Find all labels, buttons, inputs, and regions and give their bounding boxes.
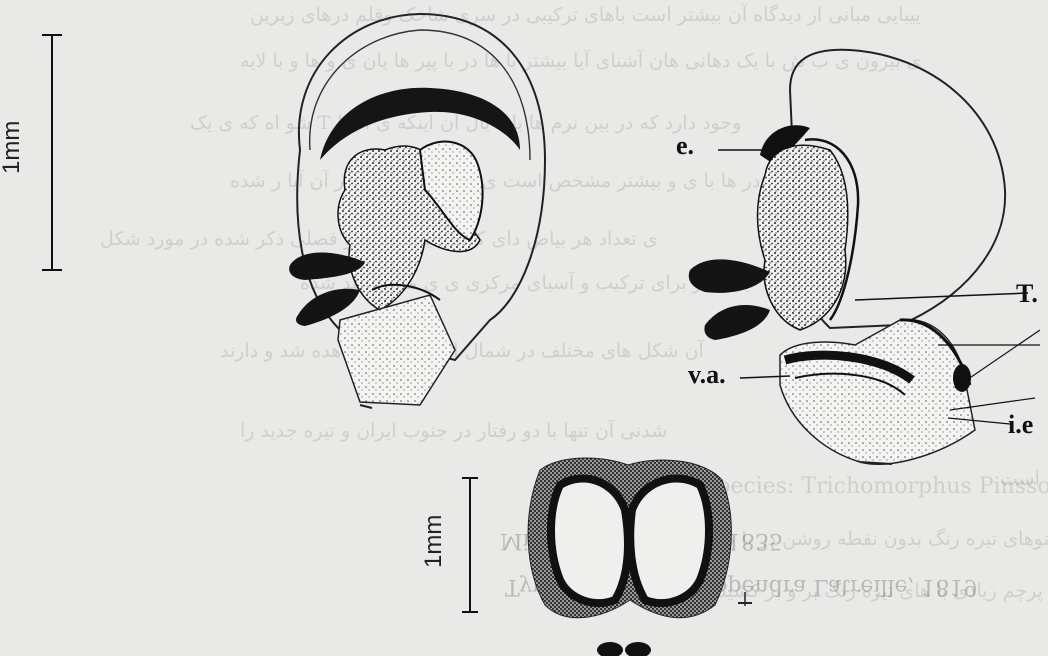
left-specimen-drawing [289, 14, 545, 408]
scale-label-top-left: 1mm [0, 134, 26, 174]
scale-bar-top-left [42, 35, 62, 270]
cross-section-drawing [528, 458, 752, 656]
scale-label-bottom: 1mm [420, 528, 448, 568]
label-va: v.a. [688, 362, 726, 388]
leader-line-t [855, 293, 1028, 300]
label-ie: i.e [1008, 412, 1033, 438]
label-e: e. [676, 133, 694, 159]
right-specimen-drawing [689, 50, 1040, 464]
scale-bar-bottom [462, 478, 478, 612]
label-t: T. [1016, 281, 1038, 307]
